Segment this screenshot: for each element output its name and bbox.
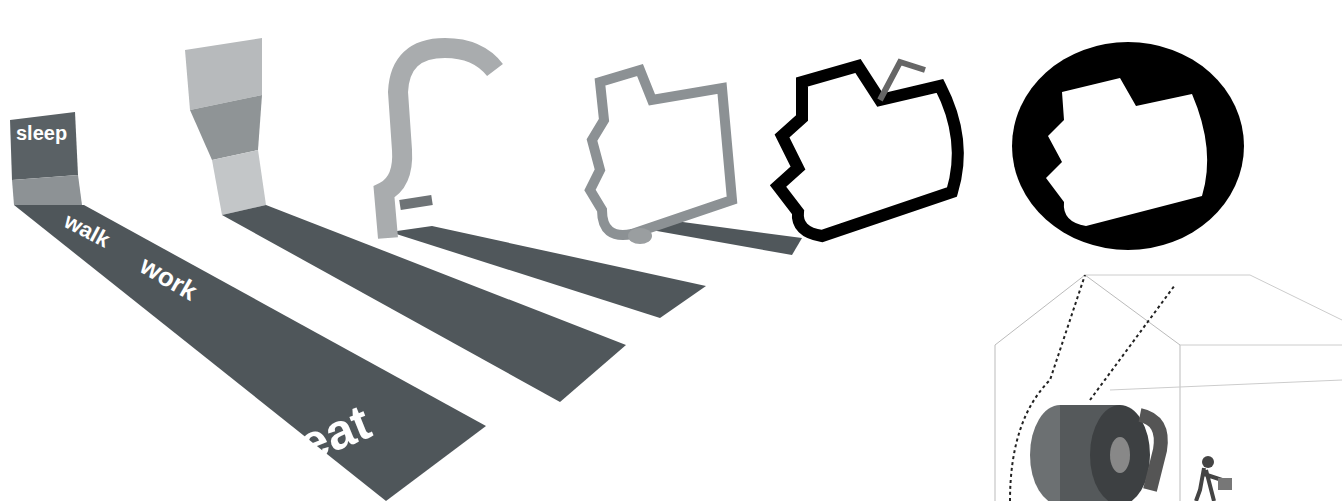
black-disc — [1012, 42, 1244, 250]
building-sketch — [995, 275, 1342, 501]
strip-word: sleep — [16, 122, 67, 145]
strip-band: sleepwalkworkeat — [0, 90, 490, 501]
outline-shape — [778, 62, 958, 236]
shaped-strip — [590, 70, 802, 255]
curled-strip — [384, 48, 706, 318]
strip-shape — [0, 90, 490, 501]
